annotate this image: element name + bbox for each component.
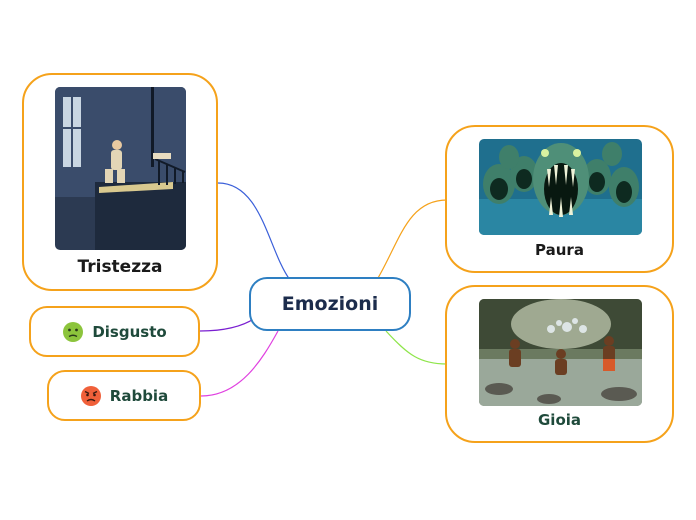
- topic-paura[interactable]: Paura: [445, 125, 674, 273]
- nauseated-face-icon: [62, 321, 84, 343]
- topic-gioia-label: Gioia: [447, 411, 672, 429]
- fanged-monsters-illustration: [479, 139, 642, 235]
- topic-tristezza[interactable]: Tristezza: [22, 73, 218, 291]
- link-gioia: [386, 331, 447, 364]
- sad-child-balcony-illustration: [55, 87, 186, 250]
- topic-rabbia-label: Rabbia: [110, 387, 168, 405]
- topic-disgusto[interactable]: Disgusto: [29, 306, 200, 357]
- topic-tristezza-label: Tristezza: [24, 257, 216, 277]
- link-rabbia: [201, 331, 278, 396]
- link-paura: [378, 200, 447, 278]
- children-splashing-water-photo: [479, 299, 642, 406]
- topic-gioia[interactable]: Gioia: [445, 285, 674, 443]
- central-topic-label: Emozioni: [282, 293, 379, 315]
- topic-rabbia[interactable]: Rabbia: [47, 370, 201, 421]
- topic-disgusto-label: Disgusto: [92, 323, 166, 341]
- link-tristezza: [218, 183, 290, 280]
- central-topic-emozioni[interactable]: Emozioni: [249, 277, 411, 331]
- topic-paura-label: Paura: [447, 241, 672, 259]
- angry-face-icon: [80, 385, 102, 407]
